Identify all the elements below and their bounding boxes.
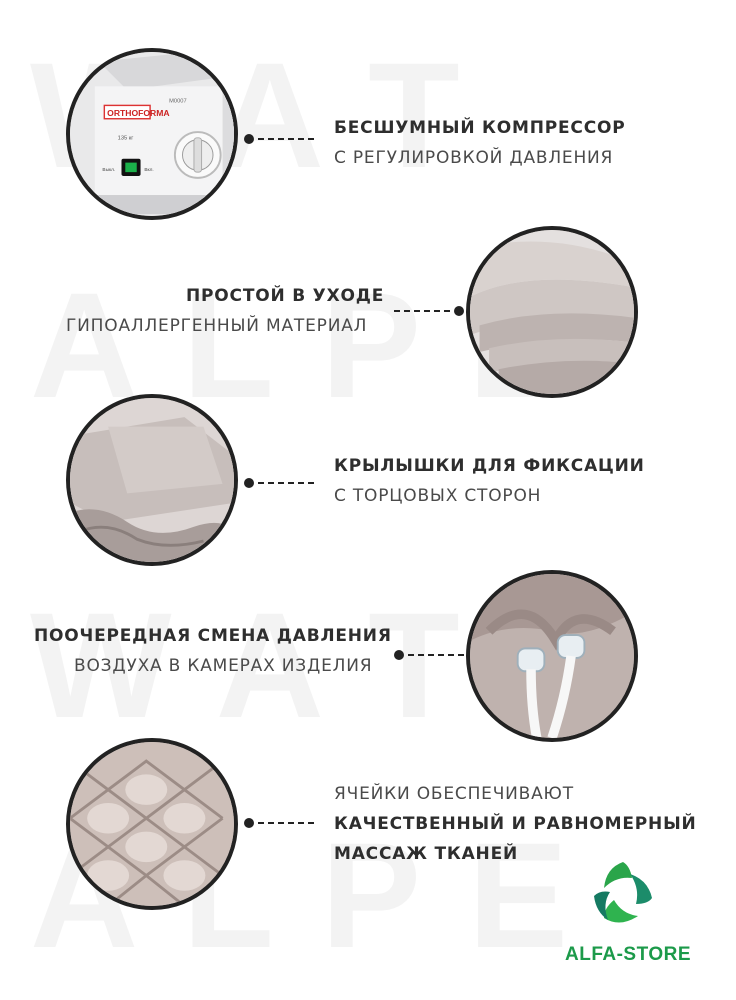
feature-title: БЕСШУМНЫЙ КОМПРЕССОР (334, 118, 626, 138)
connector-dots (394, 650, 464, 660)
connector-dots (244, 134, 318, 144)
feature-title: МАССАЖ ТКАНЕЙ (334, 844, 519, 864)
fabric-photo (466, 226, 638, 398)
connector-dots (244, 818, 318, 828)
off-label: Выкл. (102, 167, 115, 173)
model-label: M0007 (169, 99, 187, 105)
logo-text: ALFA-STORE (565, 944, 692, 965)
feature-subtitle: С ТОРЦОВЫХ СТОРОН (334, 486, 542, 506)
alfa-store-logo-icon (594, 862, 652, 923)
on-label: Вкл. (144, 167, 153, 173)
feature-title: КРЫЛЫШКИ ДЛЯ ФИКСАЦИИ (334, 456, 645, 476)
feature-title: КАЧЕСТВЕННЫЙ И РАВНОМЕРНЫЙ (334, 814, 697, 834)
feature-title: ПРОСТОЙ В УХОДЕ (186, 286, 385, 306)
connector-dots (244, 478, 318, 488)
feature-intro: ЯЧЕЙКИ ОБЕСПЕЧИВАЮТ (334, 784, 574, 804)
feature-subtitle: ГИПОАЛЛЕРГЕННЫЙ МАТЕРИАЛ (66, 316, 368, 336)
watermark-text: W A T (30, 581, 464, 749)
cells-photo (66, 738, 238, 910)
compressor-photo: ORTHOFORMA M0007 135 кг Выкл. Вкл. (66, 48, 238, 220)
brand-label: ORTHOFORMA (107, 108, 169, 118)
tubes-photo (466, 570, 638, 742)
weight-label: 135 кг (118, 136, 134, 142)
feature-subtitle: ВОЗДУХА В КАМЕРАХ ИЗДЕЛИЯ (74, 656, 373, 676)
wings-photo (66, 394, 238, 566)
connector-dots (394, 306, 464, 316)
feature-title: ПООЧЕРЕДНАЯ СМЕНА ДАВЛЕНИЯ (34, 626, 392, 646)
feature-subtitle: С РЕГУЛИРОВКОЙ ДАВЛЕНИЯ (334, 148, 614, 168)
